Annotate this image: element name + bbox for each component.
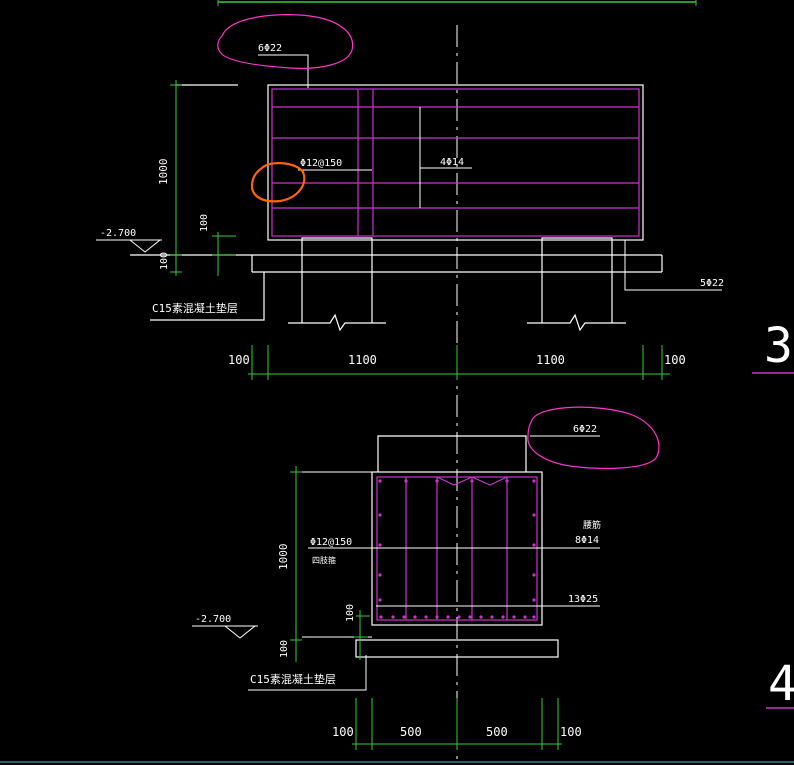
beam-outline <box>267 84 644 241</box>
section-pad <box>355 639 559 658</box>
section-waist-label: 腰筋 <box>583 519 601 531</box>
elevation-dim-2: 1100 <box>536 353 565 367</box>
section-height-dim: 1000 <box>277 544 290 571</box>
orange-highlight-mark <box>250 162 306 203</box>
elevation-piers <box>130 84 663 332</box>
elevation-horizontal-dimension <box>248 345 670 380</box>
elevation-dim-1: 1100 <box>348 353 377 367</box>
section-bottom-rebar-label: 13Φ25 <box>568 594 598 605</box>
elevation-side-bar-label: Φ12@150 <box>300 158 342 169</box>
top-edge-dimension <box>217 0 697 6</box>
pink-revision-cloud-top <box>217 14 354 69</box>
right-edge-marks: 3 4 <box>752 318 794 712</box>
elevation-level-marker <box>96 239 162 253</box>
elevation-level-label: -2.700 <box>100 228 136 239</box>
elevation-dim-100a: 100 <box>199 214 210 232</box>
section-side-bar-label: Φ12@150 <box>310 537 352 548</box>
section-vertical-dimension <box>290 466 370 662</box>
section-dim-3: 100 <box>560 725 582 739</box>
elevation-height-dim: 1000 <box>157 159 170 186</box>
section-level-label: -2.700 <box>195 614 231 625</box>
elevation-middle-bar-label: 4Φ14 <box>440 157 464 168</box>
section-dim-1: 500 <box>400 725 422 739</box>
section-view: 6Φ22 1000 100 100 -2.700 Φ12@150 四肢箍 腰筋 … <box>192 406 660 750</box>
pink-revision-cloud-section <box>527 406 660 469</box>
section-top-rebar-label: 6Φ22 <box>573 424 597 435</box>
section-dim-100b: 100 <box>279 640 290 658</box>
section-leaders <box>248 435 600 691</box>
section-dim-100a: 100 <box>345 604 356 622</box>
section-dim-0: 100 <box>332 725 354 739</box>
elevation-bottom-rebar-label: 5Φ22 <box>700 278 724 289</box>
elevation-dim-0: 100 <box>228 353 250 367</box>
section-pad-label: C15素混凝土垫层 <box>250 672 336 686</box>
elevation-dim-100b: 100 <box>159 252 170 270</box>
section-side-bar-note: 四肢箍 <box>312 555 336 565</box>
elevation-pad-label: C15素混凝土垫层 <box>152 301 238 315</box>
edge-mark-4: 4 <box>768 656 794 712</box>
section-level-marker <box>192 625 258 639</box>
section-column-above <box>377 435 527 472</box>
elevation-view: 6Φ22 1000 100 100 -2.700 Φ12@150 4Φ14 5Φ… <box>96 14 724 380</box>
elevation-top-rebar-label: 6Φ22 <box>258 43 282 54</box>
edge-mark-3: 3 <box>764 318 793 374</box>
elevation-leaders <box>258 54 722 291</box>
elevation-vertical-dimension <box>170 80 236 276</box>
section-waist-bar: 8Φ14 <box>575 535 599 546</box>
elevation-dim-3: 100 <box>664 353 686 367</box>
section-dim-2: 500 <box>486 725 508 739</box>
section-bar-dots <box>378 479 536 619</box>
section-horizontal-dimension <box>352 698 562 750</box>
